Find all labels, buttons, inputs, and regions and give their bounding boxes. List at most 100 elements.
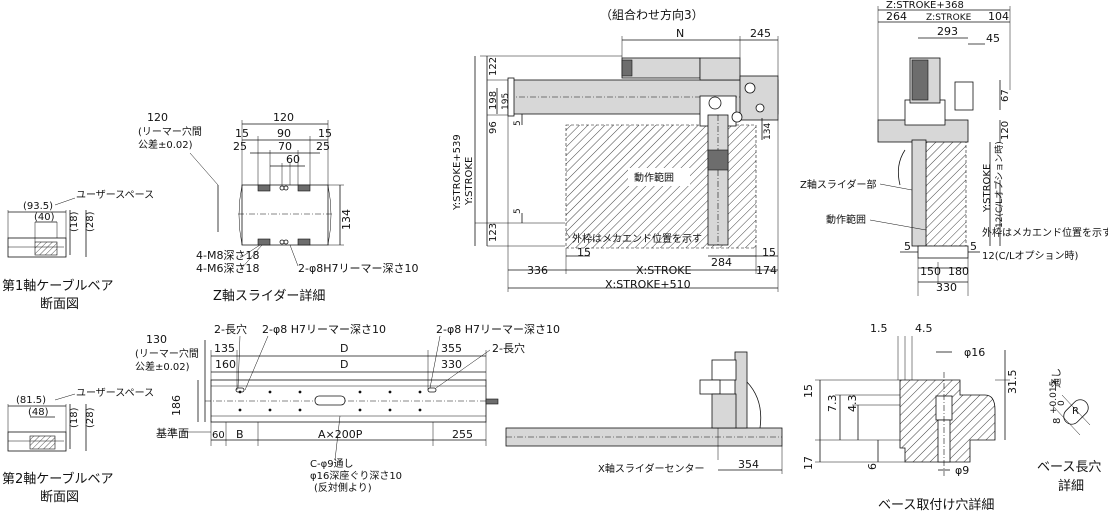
hole-dim-15b: 15 [802,384,815,398]
cable2-subtitle: 断面図 [40,490,79,505]
cable2-title: 第2軸ケーブルベア [2,471,114,487]
z-slider-detail-drawing [189,120,344,271]
base-phi8-note-a: 2-φ8 H7リーマー深さ10 [262,323,386,336]
hole-dim-73: 7.3 [826,395,839,413]
base-dim-186: 186 [170,395,183,416]
base-slot-note-2: 2-長穴 [492,341,525,355]
x-dim-354: 354 [738,458,759,471]
hole-dim-6: 6 [866,463,879,470]
base-dim-355: 355 [441,342,462,355]
right-ystroke: Y:STROKE [982,164,993,213]
z-dim-70: 70 [278,140,292,153]
z-dim-60: 60 [286,153,300,166]
z-dim-120: 120 [273,111,294,124]
cable1-user-space: ユーザースペース [76,189,154,201]
z-dim-15a: 15 [235,127,249,140]
right-zstroke: Z:STROKE [926,13,972,23]
main-outer-note: 外枠はメカエンド位置を示す [572,232,702,245]
hole-dim-315: 31.5 [1006,370,1019,395]
cable2-dim-48: (48) [28,407,49,418]
right-outer-note: 外枠はメカエンド位置を示す [982,226,1108,239]
slot-detail-drawing [1051,394,1091,436]
main-dim-N: N [676,27,684,40]
base-phi8-note-b: 2-φ8 H7リーマー深さ10 [436,323,560,336]
right-cl-note: 12(C/Lオプション時) [982,250,1079,262]
base-dim-135: 135 [214,342,235,355]
cable-bear-2-section [7,393,87,452]
hole-dim-phi9: φ9 [955,464,969,477]
hole-detail-title: ベース取付け穴詳細 [878,497,994,513]
main-dim-5b: 5 [513,208,523,214]
z-dim-90: 90 [277,127,291,140]
right-dim-330: 330 [936,281,957,294]
z-m6-note: 4-M6深さ18 [196,262,259,275]
hole-dim-15: 1.5 [870,322,888,335]
z-ream-note2: 公差±0.02) [138,138,193,151]
right-zstroke368: Z:STROKE+368 [886,0,964,11]
main-dim-5a: 5 [513,120,523,126]
hole-dim-phi16: φ16 [964,346,985,359]
right-range-label: 動作範囲 [826,213,866,226]
hole-detail-drawing [815,336,1010,476]
main-dim-174: 174 [756,264,777,277]
main-ystroke: Y:STROKE [464,157,475,206]
z-ream-note1: (リーマー穴間 [138,125,202,138]
main-dim-195: 195 [501,93,511,110]
base-dim-60: 60 [212,430,225,441]
z-dim-25a: 25 [233,140,247,153]
base-ream-note1: (リーマー穴間 [135,347,199,360]
z-dim-120a: 120 [147,111,168,124]
cable1-dim-935: (93.5) [23,201,53,212]
right-dim-150: 150 [920,265,941,278]
base-c-note2: φ16深座ぐり深さ10 [310,469,402,482]
main-range-label: 動作範囲 [634,171,674,184]
base-dim-255: 255 [452,428,473,441]
right-dim-67: 67 [1000,89,1011,102]
right-side-view [869,6,1011,296]
main-dim-284: 284 [711,256,732,269]
base-dim-160: 160 [215,358,236,371]
right-dim-293: 293 [937,25,958,38]
slot-detail-title-2: 詳細 [1058,478,1084,494]
main-dim-245: 245 [750,27,771,40]
base-dim-B: B [236,428,244,441]
main-dim-134: 134 [763,123,773,140]
cable1-title: 第1軸ケーブルベア [2,278,114,294]
slot-radius: R [1072,406,1079,417]
z-dim-25b: 25 [316,140,330,153]
main-xstroke: X:STROKE [636,264,691,277]
right-zslider-label: Z軸スライダー部 [800,178,876,191]
cable1-dim-18: (18) [69,211,80,232]
right-dim-120: 120 [1000,121,1011,140]
main-dim-15b: 15 [762,246,776,259]
x-slider-side-view [505,351,783,474]
right-dim-264: 264 [886,10,907,23]
right-dim-5b: 5 [970,240,977,253]
x-slider-center: X軸スライダーセンター [598,462,704,475]
base-dim-D1: D [340,342,348,355]
right-cl-vert: 12(C/Lオプション時) [994,141,1005,228]
main-xstroke510: X:STROKE+510 [605,278,691,291]
right-dim-104: 104 [988,10,1009,23]
slot-detail-title-1: ベース長穴 [1037,460,1101,475]
base-slot-note: 2-長穴 [214,322,247,336]
main-combo-title: （組合わせ方向3） [600,7,704,22]
right-dim-180: 180 [948,265,969,278]
main-ystroke539: Y:STROKE+539 [452,134,463,211]
z-phi8-note: 2-φ8H7リーマー深さ10 [298,262,419,275]
base-c-note1: C-φ9通し [310,458,354,470]
cable2-dim-815: (81.5) [16,395,46,406]
hole-dim-17: 17 [802,456,815,470]
cable2-dim-28: (28) [85,407,96,428]
base-dim-D2: D [340,358,348,371]
right-dim-45: 45 [986,32,1000,45]
hole-dim-43: 4.3 [846,395,859,413]
cable1-dim-40: (40) [34,212,55,223]
cable2-user-space: ユーザースペース [76,387,154,399]
base-dim-A200P: A×200P [318,428,363,441]
z-dim-134: 134 [340,209,353,230]
z-m8-note: 4-M8深さ18 [196,249,259,262]
base-dim-330: 330 [441,358,462,371]
cable1-subtitle: 断面図 [40,297,79,312]
